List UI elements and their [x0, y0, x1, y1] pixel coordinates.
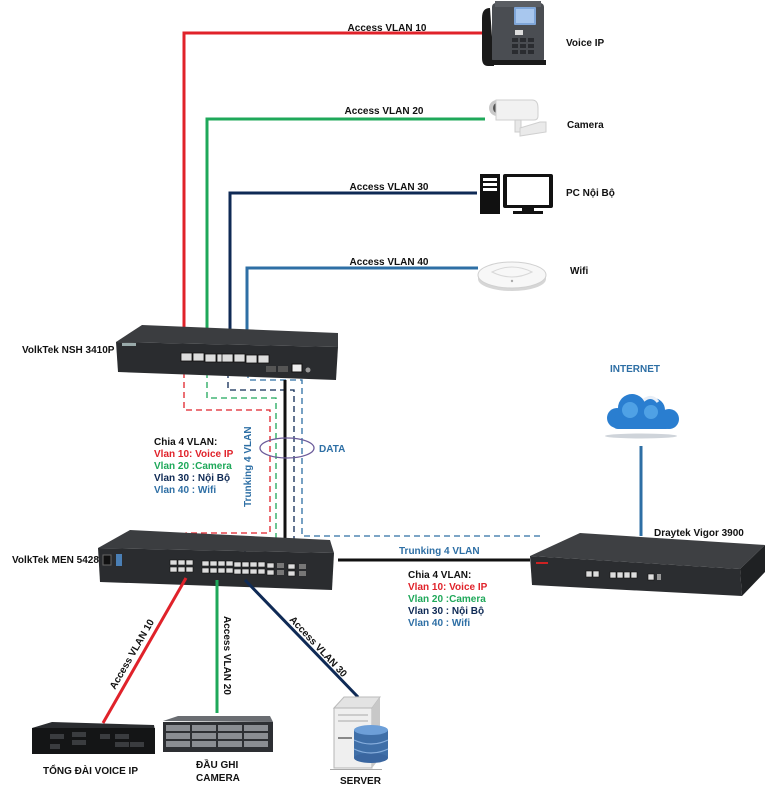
top-link-label-4: Access VLAN 40 [350, 257, 429, 268]
link-vlan30-pc [228, 191, 477, 335]
pc-icon [480, 174, 553, 214]
legend-left-item: Vlan 30 : Nội Bộ [154, 473, 230, 484]
vlan-legend-right: Chia 4 VLAN: Vlan 10: Voice IP Vlan 20 :… [408, 570, 488, 629]
internet-cloud-icon [605, 394, 679, 439]
core-switch-men5428 [98, 530, 334, 590]
core-switch-label: VolkTek MEN 5428 [12, 555, 99, 566]
access-switch-label: VolkTek NSH 3410P [22, 345, 115, 356]
top-access-links [182, 31, 488, 335]
trunk-horizontal-label: Trunking 4 VLAN [399, 546, 480, 557]
link-vlan20-camera [205, 117, 485, 335]
dashed-vlan40 [247, 372, 540, 537]
bottom-link-label-3: Access VLAN 30 [287, 615, 349, 681]
bottom-link-label-1: Access VLAN 10 [108, 617, 157, 691]
nvr-label-line1: ĐẦU GHI [196, 758, 238, 771]
bottom-link-label-2: Access VLAN 20 [221, 616, 232, 695]
vlan-legend-left: Chia 4 VLAN: Vlan 10: Voice IP Vlan 20 :… [154, 437, 234, 496]
legend-right-item: Vlan 30 : Nội Bộ [408, 606, 484, 617]
device-label-pc: PC Nội Bộ [566, 188, 615, 199]
top-link-label-1: Access VLAN 10 [348, 23, 427, 34]
trunk-vertical-label: Trunking 4 VLAN [243, 426, 254, 507]
device-label-voice-ip: Voice IP [566, 38, 604, 49]
legend-right-item: Vlan 20 :Camera [408, 594, 486, 605]
legend-right-item: Vlan 10: Voice IP [408, 582, 488, 593]
device-label-camera: Camera [567, 120, 604, 131]
legend-left-item: Vlan 20 :Camera [154, 461, 232, 472]
bottom-link-vlan30 [243, 578, 360, 699]
wifi-access-point-icon [477, 261, 547, 291]
top-link-label-3: Access VLAN 30 [350, 182, 429, 193]
bottom-link-vlan10 [101, 577, 188, 724]
router-draytek-vigor3900 [530, 533, 765, 596]
internet-label: INTERNET [610, 364, 660, 375]
link-vlan10-voice-ip [182, 31, 488, 335]
top-link-label-2: Access VLAN 20 [345, 106, 424, 117]
server-icon [330, 696, 389, 770]
data-ellipse [259, 437, 315, 459]
camera-icon [489, 99, 547, 137]
pbx-icon [32, 722, 155, 754]
ip-phone-icon [482, 1, 546, 66]
access-switch-nsh3410p [116, 325, 338, 380]
server-label: SERVER [340, 776, 382, 787]
nvr-label-line2: CAMERA [196, 773, 240, 784]
legend-right-item: Vlan 40 : Wifi [408, 618, 470, 629]
legend-right-title: Chia 4 VLAN: [408, 570, 471, 581]
trunk-vlan-dashed-paths [183, 372, 540, 552]
link-vlan40-wifi [245, 266, 478, 335]
pbx-label: TỔNG ĐÀI VOICE IP [43, 764, 138, 777]
legend-left-item: Vlan 10: Voice IP [154, 449, 234, 460]
data-label: DATA [319, 444, 345, 455]
nvr-icon [163, 716, 273, 752]
legend-left-item: Vlan 40 : Wifi [154, 485, 216, 496]
legend-left-title: Chia 4 VLAN: [154, 437, 217, 448]
router-label: Draytek Vigor 3900 [654, 528, 744, 539]
device-label-wifi: Wifi [570, 266, 588, 277]
